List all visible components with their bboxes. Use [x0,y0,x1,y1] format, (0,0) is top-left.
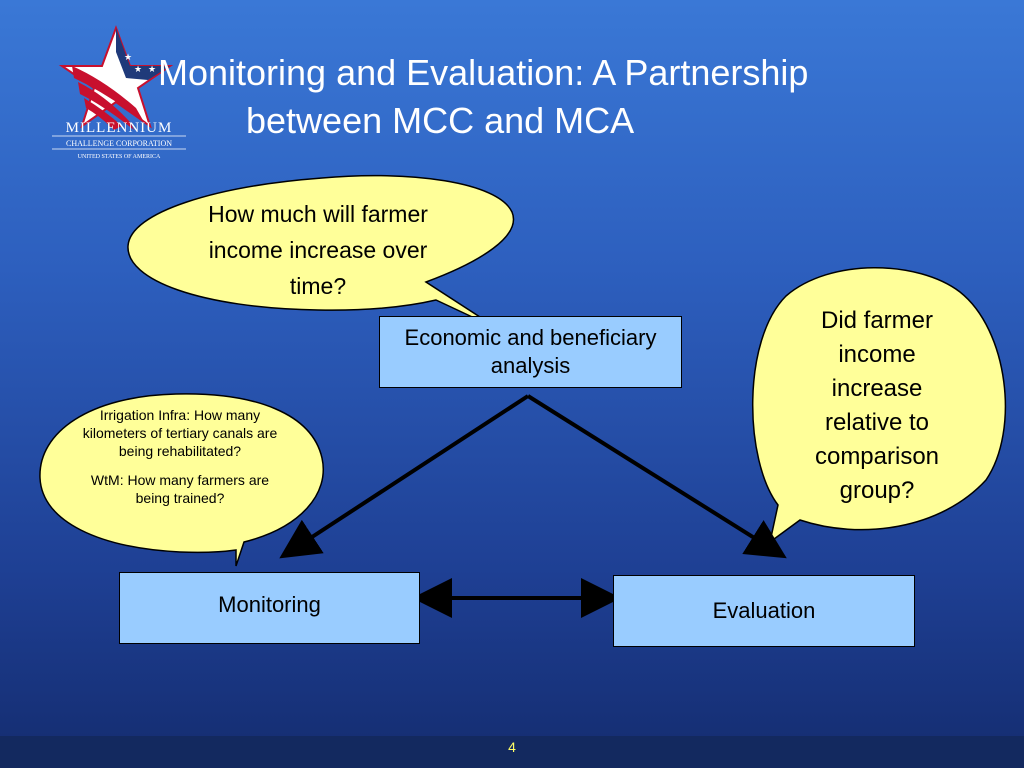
arrow-to-monitoring [279,394,530,559]
economic-analysis-box: Economic and beneficiary analysis [379,316,682,388]
irrigation-question: Irrigation Infra: How many kilometers of… [82,407,278,459]
logo-name: MILLENNIUM [66,120,173,136]
page-title-line-1: Monitoring and Evaluation: A Partnership [158,52,809,93]
wtm-question: WtM: How many farmers are being trained? [90,472,270,506]
speech-bubble-comparison-group [752,267,1007,544]
evaluation-box: Evaluation [613,575,915,647]
svg-text:★: ★ [124,53,132,63]
footer-band [0,736,1024,768]
millennium-challenge-logo: ★ ★ ★ ★ MILLENNIUM CHALLENGE CORPORATION… [52,25,186,160]
bubble-income-over-time-text: How much will farmer income increase ove… [208,201,428,299]
speech-bubble-income-over-time [127,174,515,331]
page-title-line-2: between MCC and MCA [246,100,635,141]
bubble-monitoring-text: Irrigation Infra: How many kilometers of… [74,406,286,518]
star-flag-icon: ★ ★ ★ ★ [58,25,174,130]
arrow-to-evaluation [526,394,787,559]
monitoring-box: Monitoring [119,572,420,644]
svg-text:★: ★ [148,65,156,75]
logo-sub1: CHALLENGE CORPORATION [66,139,172,148]
speech-bubble-monitoring-questions [39,393,324,567]
monitoring-label: Monitoring [218,592,321,617]
svg-text:★: ★ [110,63,118,73]
svg-text:★: ★ [134,65,142,75]
evaluation-label: Evaluation [712,598,816,623]
page-number: 4 [508,739,516,755]
bubble-comparison-text: Did farmer income increase relative to c… [814,307,940,504]
logo-sub2: UNITED STATES OF AMERICA [78,154,161,160]
economic-analysis-label: Economic and beneficiary analysis [404,325,657,378]
